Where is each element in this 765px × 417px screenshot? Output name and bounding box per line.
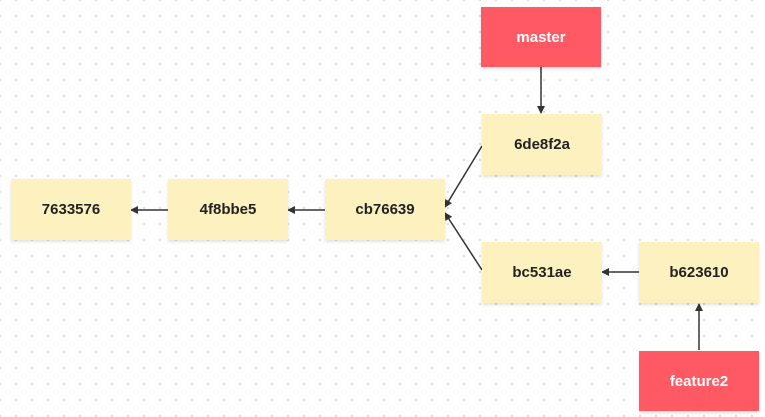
- branch-master[interactable]: master: [481, 7, 601, 67]
- commit-b623610[interactable]: b623610: [639, 242, 759, 303]
- commit-bc531ae[interactable]: bc531ae: [482, 242, 602, 303]
- commit-7633576[interactable]: 7633576: [11, 179, 131, 240]
- commit-4f8bbe5[interactable]: 4f8bbe5: [168, 179, 288, 240]
- edge-bc531ae-to-cb76639: [444, 212, 483, 271]
- edge-6de8f2a-to-cb76639: [444, 145, 483, 208]
- branch-feature2[interactable]: feature2: [639, 351, 759, 411]
- commit-6de8f2a[interactable]: 6de8f2a: [482, 114, 602, 175]
- commit-cb76639[interactable]: cb76639: [325, 179, 445, 240]
